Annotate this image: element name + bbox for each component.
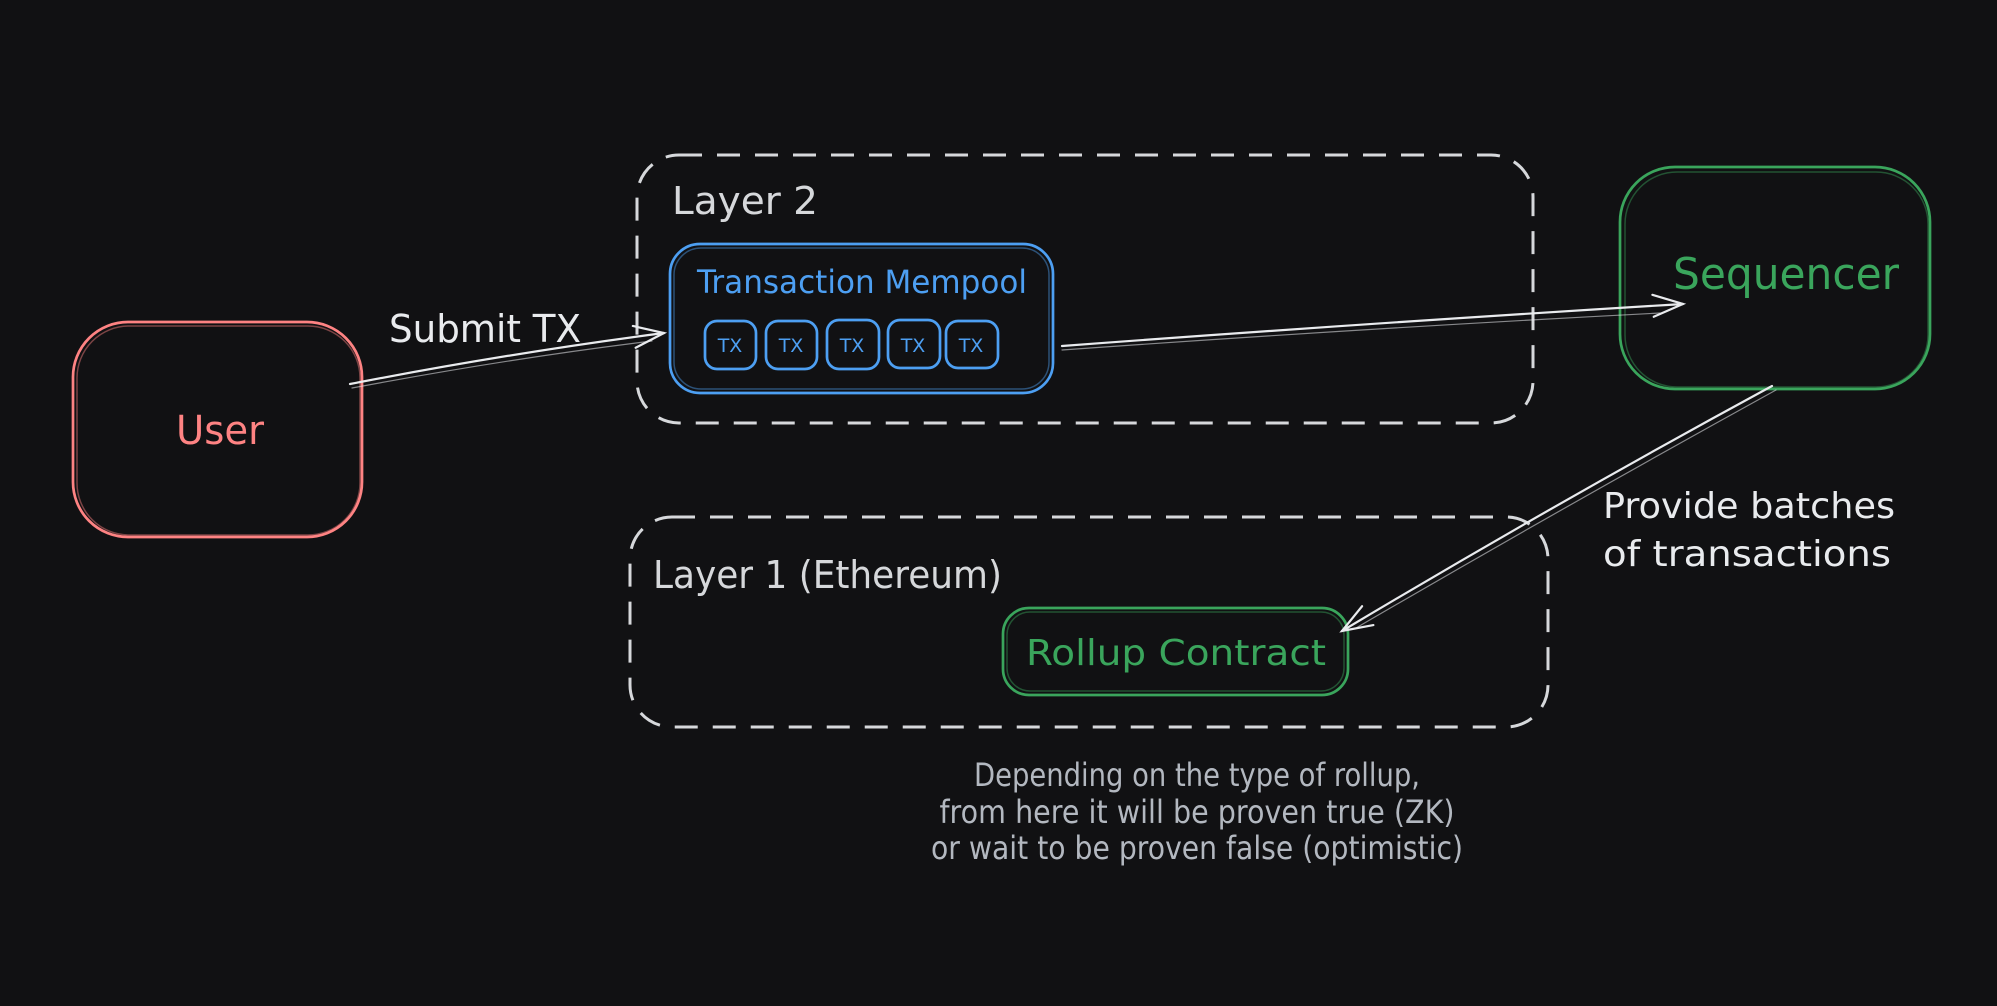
submit-tx-label: Submit TX — [389, 307, 581, 351]
provide-batches-arrow — [1339, 384, 1774, 633]
provide-batches-label-line2: of transactions — [1603, 534, 1891, 575]
layer2-container-group: Layer 2 — [635, 153, 1535, 425]
layer2-container — [635, 153, 1535, 425]
sequencer-box-sketch-stroke — [1624, 171, 1929, 388]
caption-line2: from here it will be proven true (ZK) — [940, 793, 1455, 831]
layer2-label: Layer 2 — [672, 179, 818, 223]
submit-tx-arrow-sketch-stroke — [351, 340, 653, 389]
layer1-container — [628, 515, 1550, 729]
caption-line3: or wait to be proven false (optimistic) — [931, 829, 1463, 867]
tx-box — [886, 318, 942, 370]
submit-tx-arrow — [348, 324, 668, 386]
user-box-sketch-stroke — [76, 325, 361, 536]
user-box — [71, 320, 364, 539]
rollup-contract-box — [1001, 606, 1350, 697]
mempool-label: Transaction Mempool — [696, 263, 1027, 301]
mempool-box-sketch-stroke — [673, 247, 1050, 390]
sequencer-node: Sequencer — [1618, 165, 1932, 391]
tx-list: TX TX TX TX TX — [703, 318, 1000, 371]
rollup-contract-node: Rollup Contract — [1001, 606, 1350, 697]
provide-batches-arrow-sketch-stroke — [1355, 389, 1777, 629]
tx-label: TX — [778, 335, 804, 357]
tx-label: TX — [900, 335, 926, 357]
mempool-box — [668, 242, 1055, 395]
rollup-type-caption: Depending on the type of rollup, from he… — [931, 756, 1463, 867]
tx-label: TX — [839, 335, 865, 357]
user-node: User — [71, 320, 364, 539]
layer1-label: Layer 1 (Ethereum) — [653, 553, 1002, 597]
caption-line1: Depending on the type of rollup, — [974, 756, 1420, 794]
mempool-to-sequencer-arrow — [1060, 293, 1687, 348]
user-label: User — [176, 408, 265, 454]
provide-batches-label-line1: Provide batches — [1603, 486, 1895, 527]
tx-box — [764, 319, 819, 371]
edge-mempool-to-sequencer — [1060, 293, 1687, 351]
tx-box — [703, 319, 758, 371]
tx-label: TX — [717, 335, 743, 357]
mempool-node: Transaction Mempool TX TX TX TX TX — [668, 242, 1055, 395]
rollup-contract-label: Rollup Contract — [1026, 633, 1326, 674]
tx-box — [944, 319, 1000, 370]
tx-box — [825, 318, 881, 371]
mempool-to-sequencer-arrow-sketch-stroke — [1061, 312, 1661, 351]
sequencer-box — [1618, 165, 1932, 391]
sequencer-label: Sequencer — [1673, 249, 1900, 300]
rollup-contract-box-sketch-stroke — [1006, 611, 1345, 692]
layer1-container-group: Layer 1 (Ethereum) — [628, 515, 1550, 729]
edge-sequencer-to-rollup: Provide batches of transactions — [1339, 384, 1895, 633]
tx-label: TX — [958, 335, 984, 357]
edge-user-to-mempool: Submit TX — [348, 307, 668, 389]
